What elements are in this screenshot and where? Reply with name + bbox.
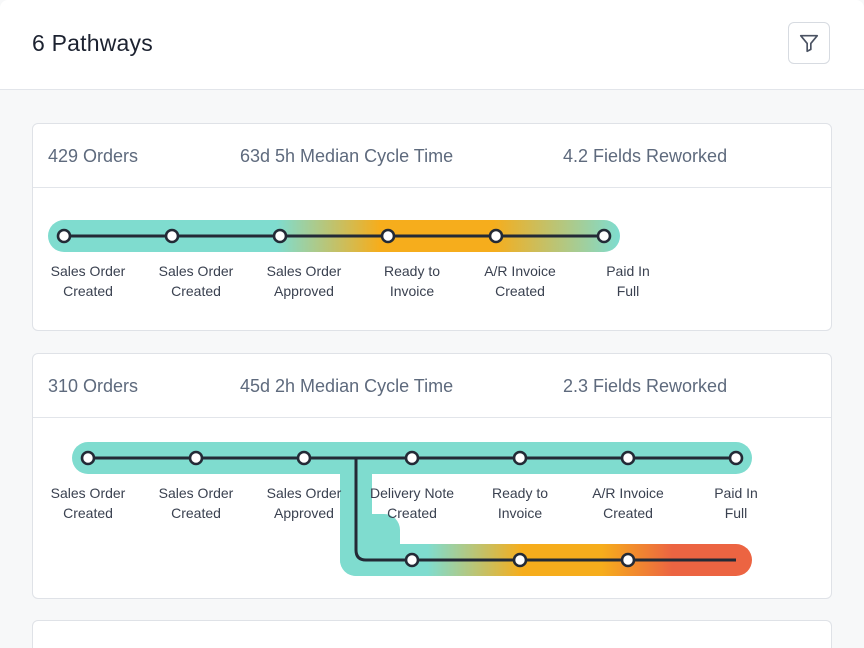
step-node[interactable] [512, 450, 528, 466]
pathway-card[interactable]: 429 Orders 63d 5h Median Cycle Time 4.2 … [32, 123, 832, 331]
step-node[interactable] [188, 450, 204, 466]
median-cycle-time: 45d 2h Median Cycle Time [240, 376, 454, 396]
branch-line [354, 458, 736, 562]
orders-count: 429 Orders [48, 146, 139, 166]
pathway-card[interactable] [32, 620, 832, 648]
step-node[interactable] [620, 450, 636, 466]
pathway-stats: 429 Orders 63d 5h Median Cycle Time 4.2 … [33, 124, 831, 188]
step-node[interactable] [488, 228, 504, 244]
pathway-card[interactable]: 310 Orders 45d 2h Median Cycle Time 2.3 … [32, 353, 832, 599]
filter-button[interactable] [788, 22, 830, 64]
step-node[interactable] [272, 228, 288, 244]
pathway-nodes [56, 228, 612, 244]
pathway-diagram [72, 442, 752, 576]
step-node[interactable] [80, 450, 96, 466]
step-node[interactable] [56, 228, 72, 244]
branch-node[interactable] [404, 552, 420, 568]
fields-reworked: 2.3 Fields Reworked [563, 376, 728, 396]
step-node[interactable] [164, 228, 180, 244]
step-node[interactable] [296, 450, 312, 466]
step-node[interactable] [380, 228, 396, 244]
page-title: 6 Pathways [32, 30, 153, 56]
orders-count: 310 Orders [48, 376, 139, 396]
step-node[interactable] [404, 450, 420, 466]
pathway-diagram [48, 220, 620, 252]
pathway-nodes [80, 450, 744, 568]
branch-node[interactable] [620, 552, 636, 568]
step-node[interactable] [728, 450, 744, 466]
filter-icon [799, 34, 819, 53]
fields-reworked: 4.2 Fields Reworked [563, 146, 728, 166]
median-cycle-time: 63d 5h Median Cycle Time [240, 146, 454, 166]
branch-node[interactable] [512, 552, 528, 568]
step-node[interactable] [596, 228, 612, 244]
panel-header: 6 Pathways [0, 0, 864, 90]
pathway-stats: 310 Orders 45d 2h Median Cycle Time 2.3 … [33, 354, 831, 418]
